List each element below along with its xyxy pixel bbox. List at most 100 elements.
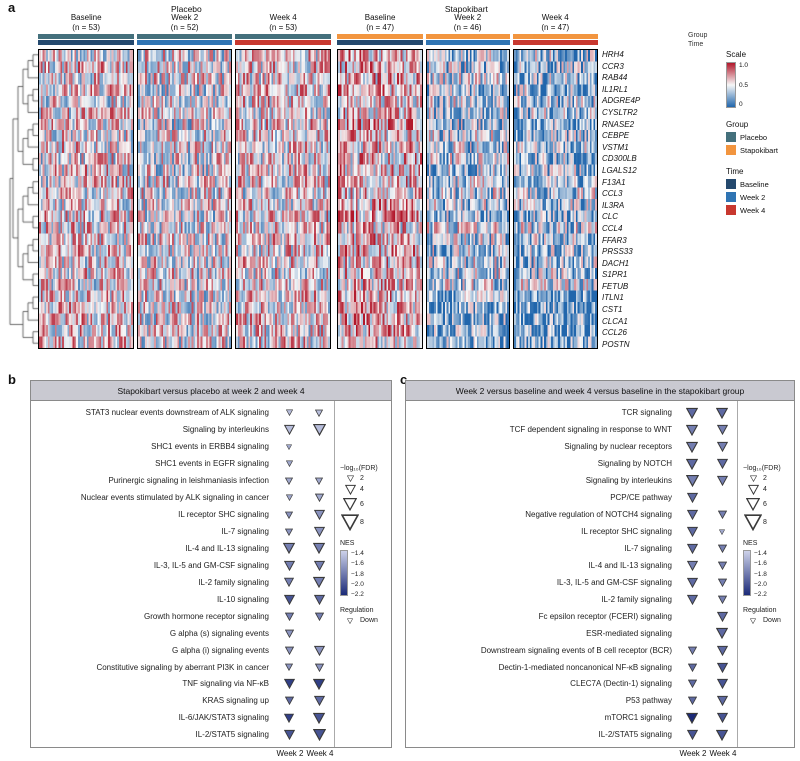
pathway-row: Constitutive signaling by aberrant PI3K …: [31, 659, 334, 675]
panel-a-label: a: [8, 0, 16, 15]
pathway-name: KRAS signaling up: [202, 696, 269, 706]
block-label-line1: Week 4: [269, 13, 297, 22]
gene-label: DACH1: [602, 258, 630, 268]
panel-b-pathway-plot: STAT3 nuclear events downstream of ALK s…: [31, 401, 334, 747]
fdr-triangle-icon: [743, 513, 763, 531]
gene-label: F13A1: [602, 177, 626, 187]
pathway-name: STAT3 nuclear events downstream of ALK s…: [85, 408, 269, 418]
pathway-row: mTORC1 signaling: [406, 710, 737, 726]
fdr-legend-item: 6: [743, 497, 792, 511]
nes-tick: −1.8: [754, 570, 767, 578]
scale-gradient-bar: [726, 62, 736, 108]
gene-label: IL1RL1: [602, 84, 628, 94]
nes-legend: −1.4−1.6−1.8−2.0−2.2: [743, 550, 792, 598]
pathway-marker-week2: [274, 405, 304, 421]
gene-label: LGALS12: [602, 165, 637, 175]
fdr-legend-item: 4: [743, 484, 792, 495]
pathway-name: SHC1 events in EGFR signaling: [155, 459, 269, 469]
pathway-name: Signaling by nuclear receptors: [564, 442, 672, 452]
fdr-legend-value: 4: [360, 486, 364, 493]
pathway-row: IL receptor SHC signaling: [406, 524, 737, 540]
gene-label: ITLN1: [602, 293, 624, 303]
heatmap-block: Week 2(n = 46): [425, 4, 510, 349]
group-annotation-bar: [137, 34, 232, 39]
pathway-name: Downstream signaling events of B cell re…: [480, 645, 672, 655]
pathway-row: IL-4 and IL-13 signaling: [406, 557, 737, 573]
block-label: Baseline(n = 47): [337, 4, 422, 34]
pathway-row: STAT3 nuclear events downstream of ALK s…: [31, 405, 334, 421]
week4-legend-label: Week 4: [740, 205, 766, 215]
block-label: Week 2(n = 46): [426, 4, 510, 34]
pathway-name: Growth hormone receptor signaling: [144, 611, 269, 621]
pathway-marker-week2: [677, 574, 707, 590]
pathway-marker-week2: [274, 439, 304, 455]
regulation-legend-item: Down: [743, 617, 792, 624]
pathway-marker-week4: [707, 693, 737, 709]
fdr-triangle-icon: [340, 497, 360, 511]
legend-item-baseline: Baseline: [726, 179, 778, 189]
pathway-marker-week2: [274, 625, 304, 641]
fdr-legend-value: 2: [360, 475, 364, 482]
pathway-name: Nuclear events stimulated by ALK signali…: [80, 493, 269, 503]
stapokibart-color-swatch: [726, 145, 736, 155]
pathway-name: CLEC7A (Dectin-1) signaling: [570, 679, 672, 689]
pathway-name: IL-7 signaling: [221, 527, 269, 536]
pathway-marker-week4: [304, 693, 334, 709]
pathway-marker-week4: [304, 473, 334, 489]
pathway-row: TNF signaling via NF-κB: [31, 676, 334, 692]
scale-tick-mid: 0.5: [739, 81, 749, 89]
baseline-legend-label: Baseline: [740, 179, 769, 189]
pathway-marker-week2: [274, 727, 304, 743]
pathway-name: IL-4 and IL-13 signaling: [588, 560, 672, 570]
pathway-row: IL-4 and IL-13 signaling: [31, 540, 334, 556]
gene-label: CYSLTR2: [602, 107, 638, 117]
week2-color-swatch: [726, 192, 736, 202]
pathway-marker-week2: [274, 710, 304, 726]
fdr-legend-item: 8: [340, 513, 389, 531]
panel-c-title: Week 2 versus baseline and week 4 versus…: [406, 381, 794, 401]
pathway-marker-week2: [274, 557, 304, 573]
pathway-marker-week4: [707, 608, 737, 624]
block-label-line1: Week 4: [541, 13, 569, 22]
pathway-marker-week2: [677, 557, 707, 573]
down-triangle-icon: [743, 617, 763, 624]
heatmap-canvas: [425, 49, 510, 349]
scale-tick-high: 1.0: [739, 62, 749, 69]
pathway-name: IL receptor SHC signaling: [581, 527, 672, 536]
scale-tick-low: 0: [739, 101, 743, 108]
pathway-marker-week2: [677, 439, 707, 455]
scale-legend-title: Scale: [726, 50, 747, 59]
pathway-marker-week4: [304, 659, 334, 675]
fdr-legend-value: 6: [360, 500, 364, 508]
group-annotation-bar: [425, 34, 510, 39]
heatmap-block: Baseline(n = 47): [337, 4, 423, 349]
pathway-marker-week4: [707, 456, 737, 472]
pathway-marker-week4: [707, 439, 737, 455]
nes-tick: −1.8: [351, 570, 364, 578]
fdr-triangle-icon: [743, 497, 763, 511]
time-annotation-bar: [337, 40, 423, 45]
pathway-marker-week2: [274, 507, 304, 523]
heatmap-canvas: [512, 49, 598, 349]
fdr-legend-title: −log₁₀(FDR): [743, 465, 781, 472]
block-label: Week 2(n = 52): [137, 4, 232, 34]
scale-tick-labels: 1.0 0.5 0: [739, 62, 748, 108]
heatmap-canvas: [337, 49, 423, 349]
legend-item-week4: Week 4: [726, 205, 778, 215]
pathway-name: IL-7 signaling: [624, 543, 672, 553]
pathway-marker-week4: [707, 574, 737, 590]
pathway-marker-week4: [304, 422, 334, 438]
pathway-marker-week4: [707, 676, 737, 692]
pathway-name: PCP/CE pathway: [610, 493, 672, 503]
panel-b-x-axis: Week 2 Week 4: [30, 749, 392, 758]
block-label-line2: (n = 47): [366, 23, 394, 32]
panel-c: c Week 2 versus baseline and week 4 vers…: [400, 372, 800, 761]
pathway-row: IL-2 family signaling: [31, 574, 334, 590]
pathway-marker-week4: [707, 557, 737, 573]
block-label: Week 4(n = 53): [235, 4, 331, 34]
group-header-stapokibart: Stapokibart: [444, 4, 488, 14]
block-label-line1: Baseline: [364, 13, 396, 22]
gene-label: FFAR3: [602, 235, 627, 245]
pathway-row: IL-6/JAK/STAT3 signaling: [31, 710, 334, 726]
